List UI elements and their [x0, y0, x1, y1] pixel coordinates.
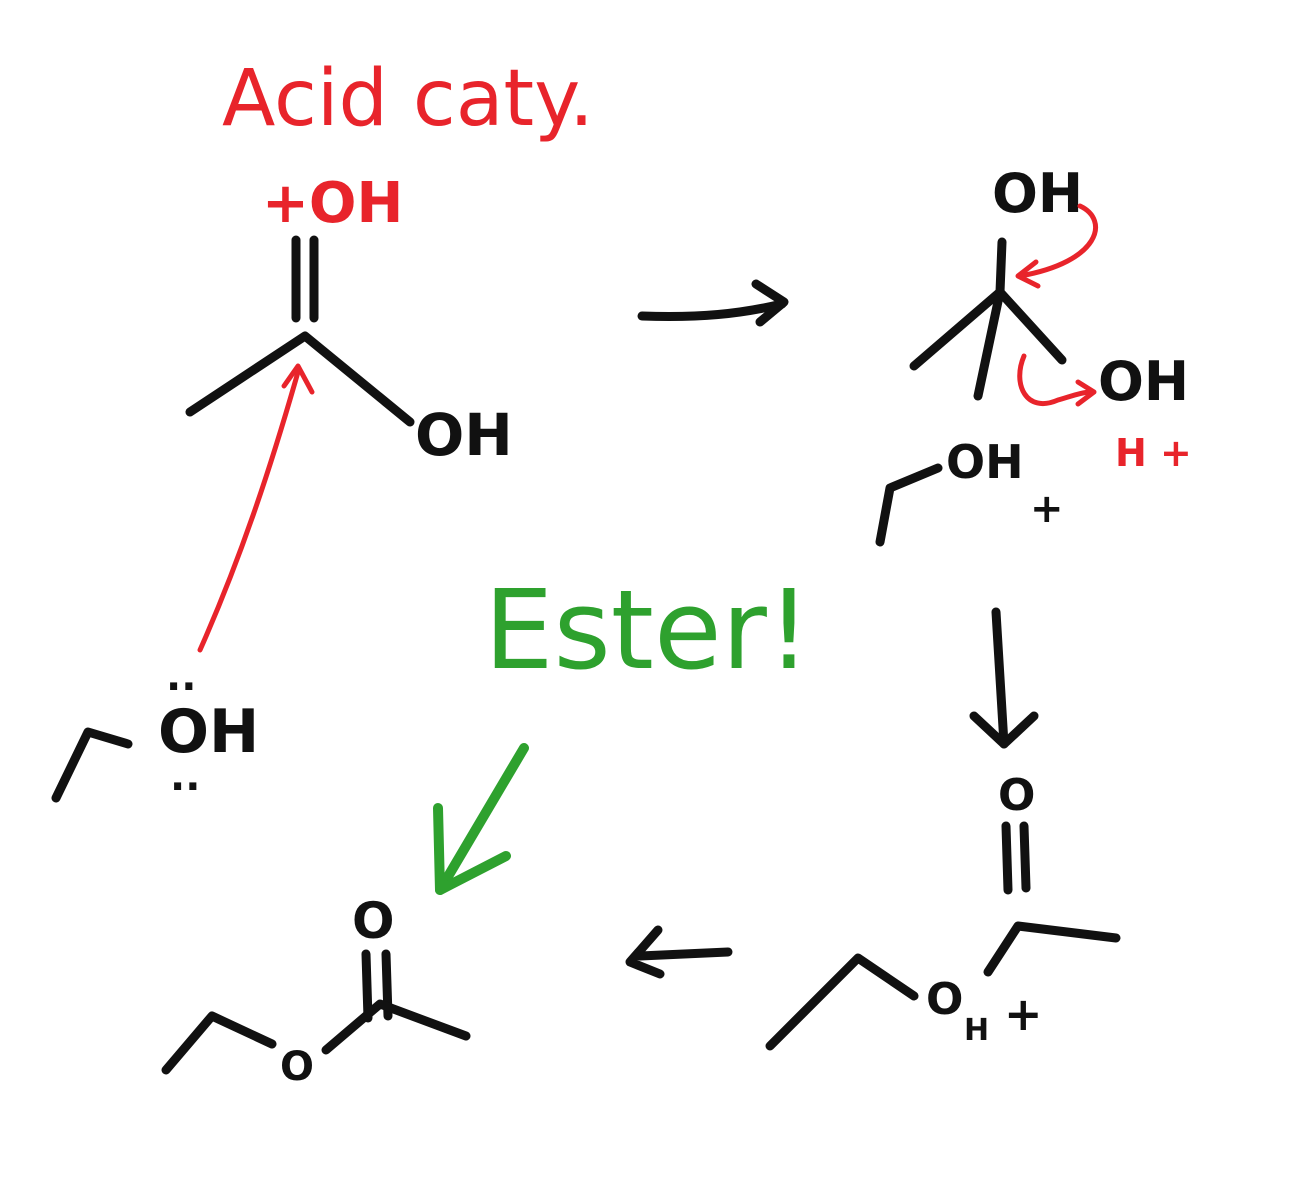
proton-label: H + [1115, 431, 1192, 475]
curly-arrow-right-head [1075, 379, 1097, 407]
oxonium-label: OH [946, 435, 1024, 489]
protonated-ester-carbonyl-label: O [998, 770, 1035, 821]
protonated-acid: +OH OH [185, 171, 513, 469]
attack-arrowhead [281, 363, 315, 395]
bond-down [973, 287, 1005, 401]
bond-top [995, 237, 1007, 297]
product-ethyl-skeleton [161, 1011, 277, 1075]
protonated-ester: O O H + [765, 770, 1121, 1051]
product-double-bond-left [361, 949, 373, 1023]
catalyst-annotation: Acid caty. [222, 54, 594, 144]
attack-arrow-line [197, 369, 301, 653]
product-acyl-skeleton [321, 999, 471, 1055]
arrow-right-head [751, 279, 789, 327]
arrow-down-head [969, 711, 1039, 749]
arrow-left-line [635, 947, 733, 961]
acid-hydroxyl-label: OH [415, 401, 513, 469]
lone-pair-top: .. [166, 654, 196, 700]
curly-arrow-right [1017, 353, 1095, 406]
arrow-left-head [625, 925, 665, 979]
pe-oxonium-label: O [926, 974, 963, 1025]
protonated-oxygen-label: +OH [262, 171, 403, 236]
ethanol-skeleton [51, 727, 133, 803]
tetrahedral-intermediate: OH OH H + OH + [875, 162, 1192, 547]
pe-acyl-skeleton [983, 921, 1121, 977]
green-arrow-head [433, 803, 511, 895]
ethyl-acetate-product: O O [161, 892, 471, 1090]
acid-skeleton [185, 331, 415, 427]
arrow-right-line [637, 299, 787, 321]
reaction-arrow-down [969, 607, 1039, 749]
curly-arrow-top [1017, 203, 1098, 279]
ethanol-hydroxyl-label: OH [158, 697, 259, 767]
reaction-arrow-right [637, 279, 789, 327]
reaction-arrow-left [625, 925, 733, 979]
green-arrow-line [435, 743, 529, 895]
pe-oxonium-charge: + [1004, 987, 1043, 1041]
top-hydroxyl-label: OH [992, 162, 1083, 225]
curly-arrow-top-head [1015, 259, 1041, 289]
lone-pair-bottom: .. [170, 754, 200, 800]
product-carbonyl-label: O [352, 892, 395, 950]
bond-right [995, 287, 1067, 365]
pe-oxonium-h: H [964, 1013, 989, 1048]
product-ester-oxygen-label: O [280, 1044, 314, 1090]
pe-double-bond-left [1001, 821, 1013, 895]
bond-left [909, 287, 1005, 371]
arrow-down-line [991, 607, 1009, 749]
nucleophilic-attack-arrow [197, 363, 315, 653]
ethanol-nucleophile: OH .. .. [51, 654, 259, 803]
pe-double-bond-right [1019, 821, 1031, 893]
pe-ethyl-skeleton [765, 953, 919, 1051]
green-arrow [433, 743, 529, 895]
oxonium-charge: + [1030, 486, 1064, 532]
right-hydroxyl-label: OH [1098, 350, 1189, 413]
ethyl-oxonium-skeleton [875, 463, 943, 547]
ester-annotation: Ester! [484, 566, 811, 694]
